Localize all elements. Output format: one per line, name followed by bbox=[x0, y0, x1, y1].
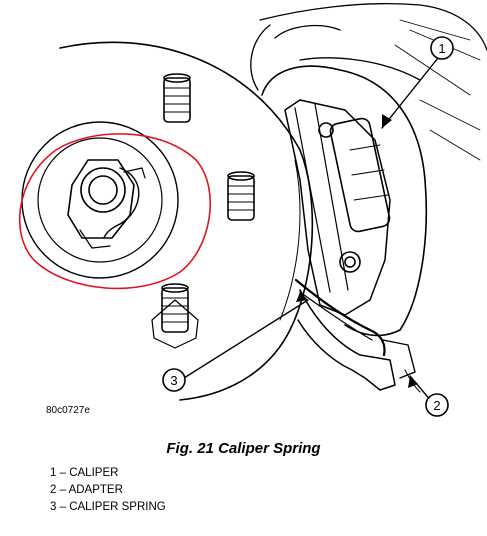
leader-line-3 bbox=[183, 299, 309, 379]
callout-3: 3 bbox=[162, 368, 186, 392]
wheel-stud-bottom bbox=[151, 283, 199, 349]
legend-number: 2 bbox=[50, 484, 57, 496]
legend-item: 1 – CALIPER bbox=[50, 465, 166, 482]
legend-label: CALIPER SPRING bbox=[69, 501, 166, 513]
caliper-spring-diagram: 1 2 3 bbox=[18, 3, 487, 417]
adapter bbox=[297, 289, 396, 391]
callout-1-label: 1 bbox=[438, 41, 445, 56]
hub-nut bbox=[21, 121, 179, 279]
rotor-inner-edge bbox=[279, 159, 301, 321]
figure-caption: Fig. 21 Caliper Spring bbox=[166, 440, 321, 457]
leader-line-1 bbox=[381, 57, 439, 129]
callout-3-label: 3 bbox=[170, 373, 177, 388]
caliper-body bbox=[261, 65, 428, 337]
callout-2-label: 2 bbox=[433, 398, 440, 413]
figure-id: 80c0727e bbox=[46, 405, 90, 416]
rotor-outline bbox=[59, 41, 314, 401]
legend: 1 – CALIPER 2 – ADAPTER 3 – CALIPER SPRI… bbox=[50, 465, 166, 516]
callout-1: 1 bbox=[430, 36, 454, 60]
legend-separator: – bbox=[56, 467, 70, 479]
wheel-stud-top bbox=[163, 73, 191, 123]
red-highlight-circle bbox=[18, 133, 211, 290]
arrowhead-1 bbox=[382, 114, 392, 128]
legend-separator: – bbox=[56, 484, 69, 496]
legend-label: ADAPTER bbox=[68, 484, 123, 496]
callout-2: 2 bbox=[425, 393, 449, 417]
legend-label: CALIPER bbox=[69, 467, 119, 479]
legend-number: 1 bbox=[50, 467, 57, 479]
legend-separator: – bbox=[56, 501, 70, 513]
legend-item: 2 – ADAPTER bbox=[50, 482, 166, 499]
legend-item: 3 – CALIPER SPRING bbox=[50, 499, 166, 516]
hand-outline bbox=[250, 3, 487, 91]
arrowhead-3 bbox=[296, 292, 308, 302]
legend-number: 3 bbox=[50, 501, 57, 513]
wheel-stud-right bbox=[227, 171, 255, 221]
caliper-spring bbox=[294, 278, 386, 357]
arrowhead-2 bbox=[408, 376, 418, 388]
